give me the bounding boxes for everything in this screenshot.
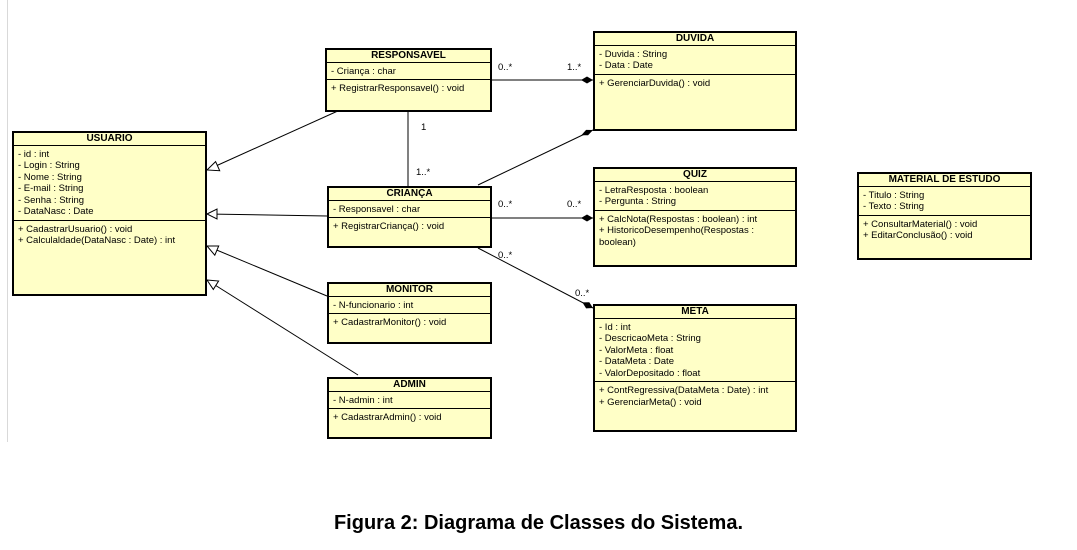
method: + CadastrarUsuario() : void [18,223,133,235]
class-monitor[interactable]: MONITOR - N-funcionario : int + Cadastra… [327,282,492,344]
method: + RegistrarResponsavel() : void [331,83,465,94]
methods: + ConsultarMaterial() : void + EditarCon… [859,216,1030,244]
attribute: - DescricaoMeta : String [599,333,701,344]
multiplicity-label: 0..* [567,199,582,210]
attribute: - LetraResposta : boolean [599,184,709,196]
class-admin[interactable]: ADMIN - N-admin : int + CadastrarAdmin()… [327,377,492,439]
association-crianca-quiz [492,214,593,222]
class-name: ADMIN [329,379,490,392]
class-name: MATERIAL DE ESTUDO [859,174,1030,187]
method: + CadastrarMonitor() : void [333,317,447,328]
attribute: - Id : int [599,321,631,333]
attributes: - id : int - Login : String - Nome : Str… [14,146,205,221]
attribute: - Senha : String [18,194,85,206]
class-usuario[interactable]: USUARIO - id : int - Login : String - No… [12,131,207,296]
attribute: - DataNasc : Date [18,206,94,217]
attributes: - Criança : char [327,63,490,80]
class-meta[interactable]: META - Id : int - DescricaoMeta : String… [593,304,797,432]
class-duvida[interactable]: DUVIDA - Duvida : String - Data : Date +… [593,31,797,131]
attributes: - Id : int - DescricaoMeta : String - Va… [595,319,795,382]
generalization-monitor-usuario [205,245,328,297]
method: + CalcNota(Respostas : boolean) : int [599,213,758,225]
left-border-line [7,0,8,442]
multiplicity-label: 0..* [498,62,513,73]
attribute: - Nome : String [18,171,82,183]
attribute: - N-funcionario : int [333,299,414,311]
methods: + RegistrarResponsavel() : void [327,80,490,97]
methods: + GerenciarDuvida() : void [595,75,795,92]
method: + Calculaldade(DataNasc : Date) : int [18,235,176,246]
figure-caption: Figura 2: Diagrama de Classes do Sistema… [333,512,744,534]
attribute: - id : int [18,148,50,160]
attribute: - Texto : String [863,201,925,212]
attribute: - Data : Date [599,60,653,71]
association-crianca-meta [477,247,594,309]
method: + RegistrarCriança() : void [333,221,445,232]
attributes: - Duvida : String - Data : Date [595,46,795,75]
multiplicity-label: 1 [421,122,427,133]
method: + EditarConclusão() : void [863,230,973,241]
class-name: RESPONSAVEL [327,50,490,63]
method: + CadastrarAdmin() : void [333,412,442,423]
association-crianca-duvida [477,129,594,186]
generalization-admin-usuario [206,279,359,376]
attribute: - Criança : char [331,65,396,77]
attribute: - DataMeta : Date [599,356,674,367]
method: + GerenciarDuvida() : void [599,77,711,89]
method: + ContRegressiva(DataMeta : Date) : int [599,385,769,396]
attributes: - Titulo : String - Texto : String [859,187,1030,216]
class-name: USUARIO [14,133,205,146]
class-quiz[interactable]: QUIZ - LetraResposta : boolean - Pergunt… [593,167,797,267]
class-responsavel[interactable]: RESPONSAVEL - Criança : char + Registrar… [325,48,492,112]
class-name: CRIANÇA [329,188,490,201]
class-name: META [595,306,795,319]
methods: + CalcNota(Respostas : boolean) : int + … [595,211,795,251]
attribute: - Responsavel : char [333,203,421,215]
methods: + ContRegressiva(DataMeta : Date) : int … [595,382,795,410]
class-crianca[interactable]: CRIANÇA - Responsavel : char + Registrar… [327,186,492,248]
class-material-de-estudo[interactable]: MATERIAL DE ESTUDO - Titulo : String - T… [857,172,1032,260]
attribute: - ValorMeta : float [599,344,674,356]
multiplicity-label: 0..* [575,288,590,299]
attribute: - Titulo : String [863,189,925,201]
generalization-crianca-usuario [205,208,328,220]
attributes: - LetraResposta : boolean - Pergunta : S… [595,182,795,211]
generalization-responsavel-usuario [205,109,341,172]
association-responsavel-duvida [492,76,593,84]
multiplicity-label: 1..* [567,62,582,73]
method: + HistoricoDesempenho(Respostas : boolea… [599,225,757,248]
attribute: - Pergunta : String [599,196,677,207]
class-name: QUIZ [595,169,795,182]
multiplicity-label: 1..* [416,167,431,178]
multiplicity-label: 0..* [498,199,513,210]
class-name: DUVIDA [595,33,795,46]
attribute: - ValorDepositado : float [599,367,701,379]
methods: + CadastrarMonitor() : void [329,314,490,331]
multiplicity-label: 0..* [498,250,513,261]
attribute: - E-mail : String [18,183,84,194]
attributes: - N-admin : int [329,392,490,409]
method: + GerenciarMeta() : void [599,396,702,408]
attributes: - Responsavel : char [329,201,490,218]
methods: + RegistrarCriança() : void [329,218,490,235]
method: + ConsultarMaterial() : void [863,218,978,230]
attribute: - N-admin : int [333,394,393,406]
methods: + CadastrarUsuario() : void + Calculalda… [14,221,205,249]
methods: + CadastrarAdmin() : void [329,409,490,426]
attributes: - N-funcionario : int [329,297,490,314]
attribute: - Duvida : String [599,48,668,60]
attribute: - Login : String [18,160,80,171]
class-name: MONITOR [329,284,490,297]
